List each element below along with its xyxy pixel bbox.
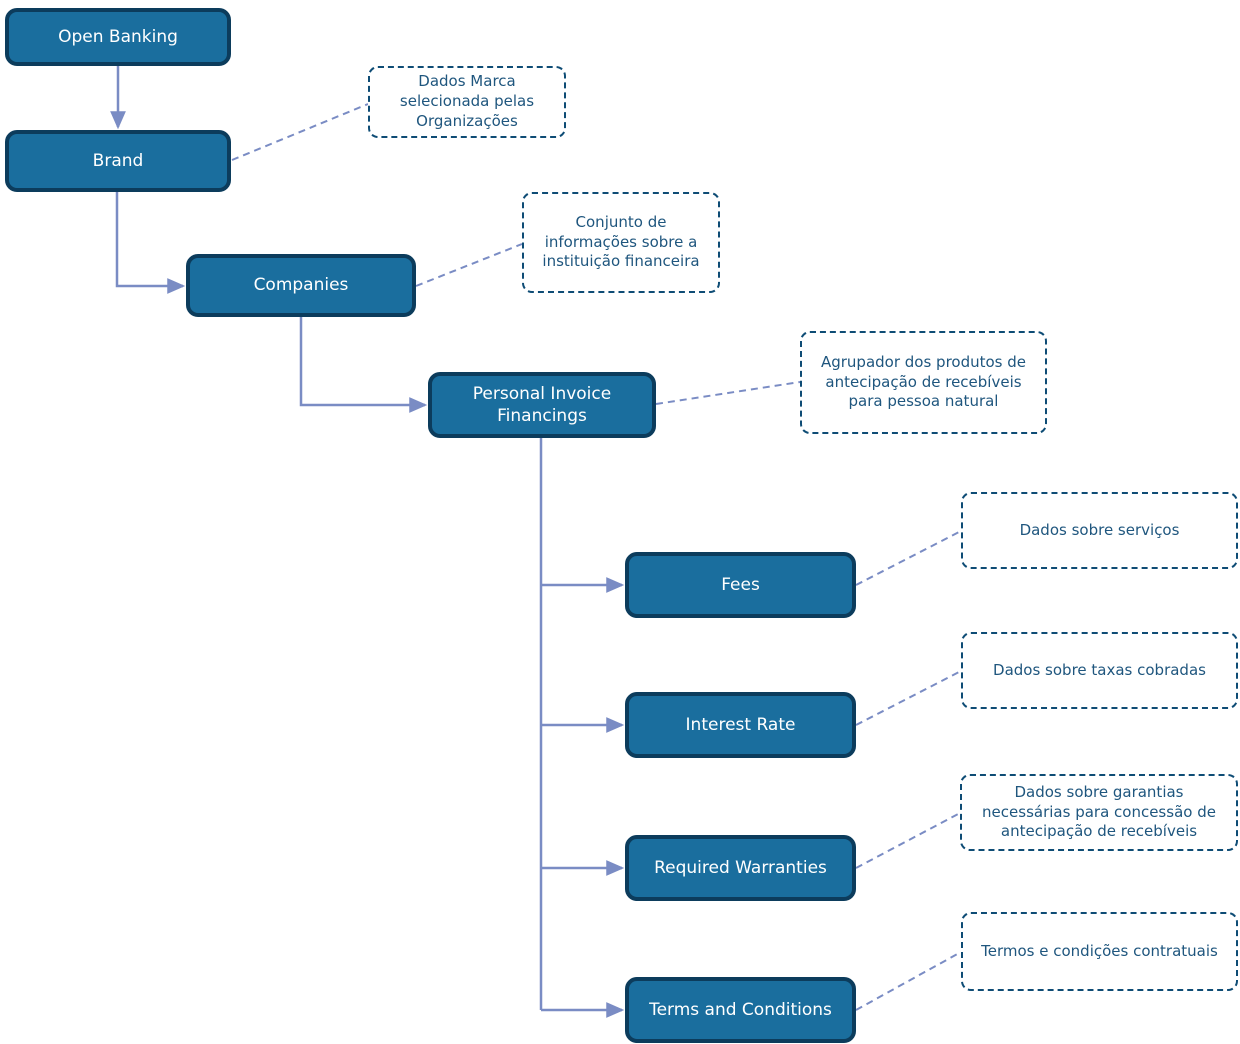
edge-companies-to-personal-invoice-financings [299,317,428,413]
note-interest-rate: Dados sobre taxas cobradas [961,632,1238,709]
node-fees: Fees [625,552,856,618]
node-brand: Brand [5,130,231,192]
note-terms-and-conditions: Termos e condições contratuais [961,912,1238,991]
note-brand: Dados Marca selecionada pelas Organizaçõ… [368,66,566,138]
note-link-brand [231,103,369,161]
note-companies: Conjunto de informações sobre a institui… [522,192,720,293]
note-link-interest-rate [855,670,962,726]
node-terms-and-conditions: Terms and Conditions [625,977,856,1043]
note-link-personal-invoice-financings [655,381,801,405]
node-required-warranties: Required Warranties [625,835,856,901]
note-personal-invoice-financings: Agrupador dos produtos de antecipação de… [800,331,1047,434]
note-fees: Dados sobre serviços [961,492,1238,569]
note-link-required-warranties [855,812,961,869]
node-interest-rate: Interest Rate [625,692,856,758]
edge-brand-to-companies [115,192,186,294]
note-link-terms-and-conditions [855,951,962,1011]
note-link-fees [855,530,962,586]
note-link-companies [415,243,523,287]
node-open-banking: Open Banking [5,8,231,66]
note-required-warranties: Dados sobre garantias necessárias para c… [960,774,1238,851]
node-personal-invoice-financings: Personal Invoice Financings [428,372,656,438]
node-companies: Companies [186,254,416,317]
